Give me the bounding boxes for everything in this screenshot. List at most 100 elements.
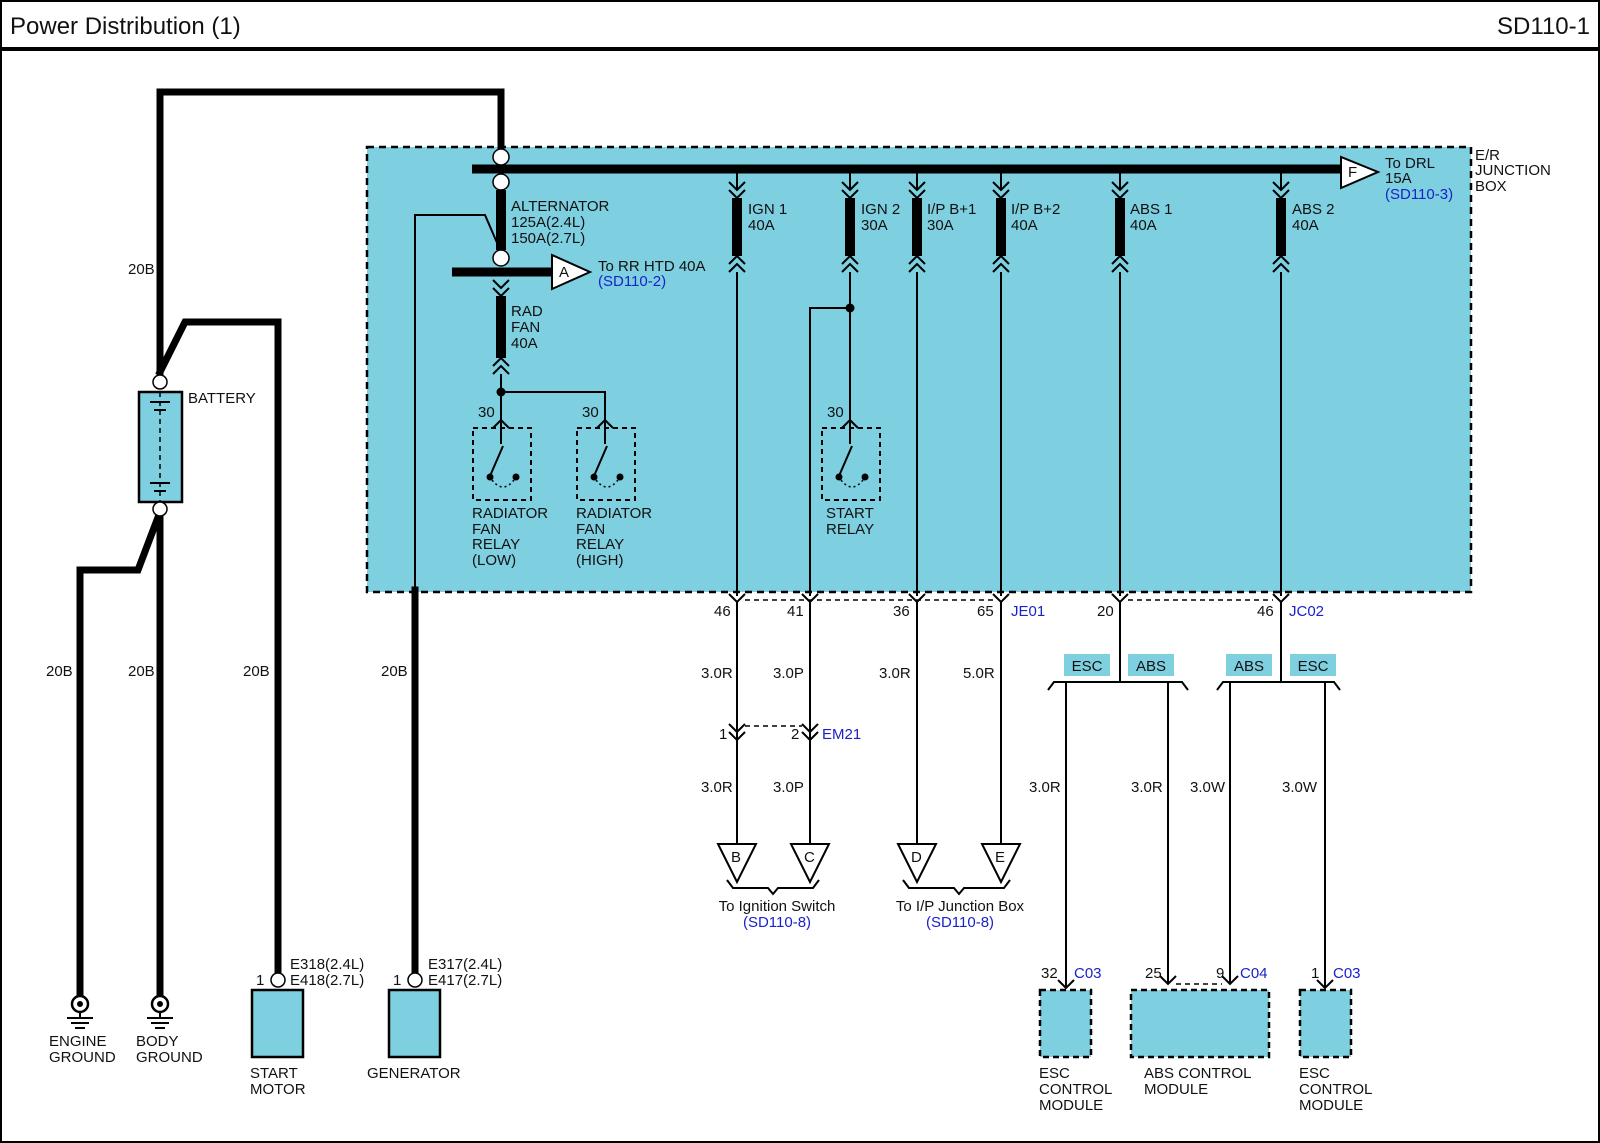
ipb1-fuse bbox=[912, 198, 922, 256]
ipb1-fuse-wire bbox=[908, 254, 926, 596]
connector-f-label-2: 15A bbox=[1385, 170, 1412, 187]
jc02-pin-46: 46 bbox=[1257, 603, 1274, 620]
ign1-fuse bbox=[732, 198, 742, 256]
battery-positive-wire bbox=[156, 88, 505, 376]
jc02-pins bbox=[1111, 593, 1290, 604]
relay-high-label-2: FAN bbox=[576, 521, 605, 538]
relay-high-contact-1 bbox=[590, 473, 598, 481]
abs-pin-9: 9 bbox=[1216, 965, 1224, 982]
connector-c-symbol bbox=[789, 843, 831, 885]
rad-fan-label-2: FAN bbox=[511, 319, 540, 336]
esc-control-module-left bbox=[1038, 988, 1093, 1059]
esc-left-pin bbox=[1057, 979, 1075, 990]
battery-label: BATTERY bbox=[188, 390, 256, 407]
junction-box-label-1: E/R bbox=[1475, 147, 1500, 164]
esc-left-pin-num: 32 bbox=[1041, 965, 1058, 982]
ign2-fuse-name: IGN 2 bbox=[861, 201, 900, 218]
esc-left-label-2: CONTROL bbox=[1039, 1081, 1112, 1098]
abs1-abs-tag-label: ABS bbox=[1136, 658, 1166, 675]
relay-low-label-2: FAN bbox=[472, 521, 501, 538]
abs2-esc-tag-label: ESC bbox=[1298, 658, 1329, 675]
start-relay-contact-2 bbox=[861, 473, 869, 481]
generator-terminal bbox=[407, 972, 423, 988]
battery-negative-terminal bbox=[152, 501, 168, 517]
abs1-fuse bbox=[1115, 198, 1125, 256]
wire-spec-engine-ground: 20B bbox=[46, 663, 73, 680]
relay-high-switch bbox=[593, 418, 614, 477]
abs-conn: C04 bbox=[1240, 965, 1268, 982]
abs-control-module bbox=[1129, 988, 1271, 1059]
abs1-esc-tag bbox=[1064, 654, 1110, 676]
ign-switch-label: To Ignition Switch bbox=[719, 898, 836, 915]
connector-f-label-1: To DRL bbox=[1385, 155, 1435, 172]
start-motor-conn-2: E418(2.7L) bbox=[290, 972, 364, 989]
body-ground-icon-center bbox=[157, 1001, 163, 1007]
page-code: SD110-1 bbox=[1497, 13, 1590, 40]
esc-left-label-3: MODULE bbox=[1039, 1097, 1103, 1114]
connector-b-symbol bbox=[716, 843, 758, 885]
connector-a-ref: (SD110-2) bbox=[598, 273, 666, 290]
wire-spec-ipb1: 3.0R bbox=[879, 665, 911, 682]
engine-ground-icon-center bbox=[77, 1001, 83, 1007]
alternator-fuse-label: ALTERNATOR bbox=[511, 198, 610, 215]
generator-conn-2: E417(2.7L) bbox=[428, 972, 502, 989]
alternator-fuse-rating-24: 125A(2.4L) bbox=[511, 214, 585, 231]
connector-e-letter: E bbox=[995, 849, 1005, 866]
abs1-fuse-wire bbox=[1111, 254, 1129, 596]
ign2-fuse-rating: 30A bbox=[861, 217, 888, 234]
abs1-abs-tag bbox=[1128, 654, 1174, 676]
start-relay-pin: 30 bbox=[827, 404, 844, 421]
body-ground-label-1: BODY bbox=[136, 1033, 179, 1050]
ign1-fuse-name: IGN 1 bbox=[748, 201, 787, 218]
em21-label: EM21 bbox=[822, 726, 861, 743]
wire-spec-ign2-upper: 3.0P bbox=[773, 665, 804, 682]
relay-low-label-1: RADIATOR bbox=[472, 505, 548, 522]
bus-terminal-top bbox=[492, 148, 510, 166]
je01-pin-46: 46 bbox=[714, 603, 731, 620]
je01-label: JE01 bbox=[1011, 603, 1045, 620]
jc02-pin-20: 20 bbox=[1097, 603, 1114, 620]
relay-low-switch bbox=[489, 418, 510, 477]
generator-pin: 1 bbox=[393, 972, 401, 989]
abs2-fuse-wire bbox=[1272, 254, 1290, 596]
ip-junction-label: To I/P Junction Box bbox=[896, 898, 1025, 915]
je01-pin-36: 36 bbox=[893, 603, 910, 620]
junction-box-label-3: BOX bbox=[1475, 178, 1507, 195]
ign1-fuse-rating: 40A bbox=[748, 217, 775, 234]
junction-box-label-2: JUNCTION bbox=[1475, 162, 1551, 179]
ign-switch-ref: (SD110-8) bbox=[743, 914, 811, 931]
start-motor-wire bbox=[155, 318, 282, 976]
engine-ground-wire bbox=[76, 507, 165, 1000]
relay-low-label-4: (LOW) bbox=[472, 552, 516, 569]
ipb2-fuse-wire bbox=[992, 254, 1010, 596]
connector-d-symbol bbox=[896, 843, 938, 885]
engine-ground-label-1: ENGINE bbox=[49, 1033, 107, 1050]
connector-a-label: To RR HTD 40A bbox=[598, 258, 706, 275]
abs2-split bbox=[1216, 602, 1341, 691]
relay-high-label-4: (HIGH) bbox=[576, 552, 624, 569]
wire-spec-abs2-abs: 3.0W bbox=[1190, 779, 1226, 796]
rad-fan-fuse bbox=[496, 296, 506, 358]
abs2-esc-tag bbox=[1290, 654, 1336, 676]
connector-d-letter: D bbox=[911, 849, 922, 866]
esc-right-label-2: CONTROL bbox=[1299, 1081, 1372, 1098]
generator-label: GENERATOR bbox=[367, 1065, 461, 1082]
rad-fan-connector-bottom bbox=[492, 356, 510, 375]
engine-ground-label-2: GROUND bbox=[49, 1049, 116, 1066]
connector-b-letter: B bbox=[731, 849, 741, 866]
ign1-fuse-wire bbox=[728, 254, 746, 596]
ip-junction-brace bbox=[902, 879, 1011, 896]
abs1-fuse-rating: 40A bbox=[1130, 217, 1157, 234]
esc-left-label-1: ESC bbox=[1039, 1065, 1070, 1082]
generator-internal-wire bbox=[414, 214, 502, 590]
je01-pins bbox=[728, 593, 1010, 604]
esc-control-module-right bbox=[1298, 988, 1353, 1059]
esc-right-pin bbox=[1316, 979, 1334, 990]
start-relay-label-1: START bbox=[826, 505, 874, 522]
abs2-fuse bbox=[1276, 198, 1286, 256]
esc-right-pin-num: 1 bbox=[1311, 965, 1319, 982]
abs-module-label-2: MODULE bbox=[1144, 1081, 1208, 1098]
